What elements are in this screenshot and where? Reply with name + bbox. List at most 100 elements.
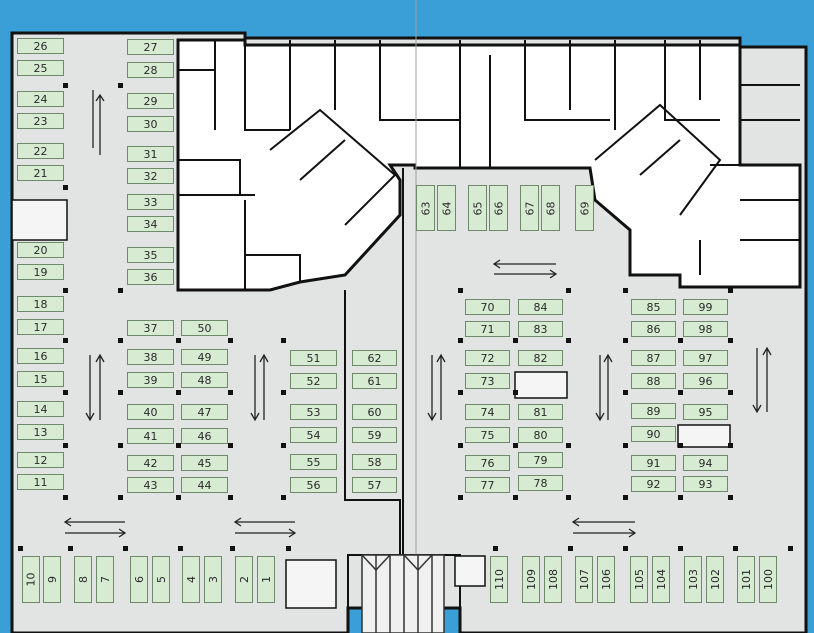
structural-column xyxy=(63,288,68,293)
parking-spot-17: 17 xyxy=(17,319,64,335)
parking-spot-75: 75 xyxy=(465,427,510,443)
parking-spot-97: 97 xyxy=(683,350,728,366)
structural-column xyxy=(176,338,181,343)
structural-column xyxy=(566,338,571,343)
parking-spot-60: 60 xyxy=(352,404,397,420)
parking-spot-label: 27 xyxy=(143,40,158,54)
parking-spot-label: 68 xyxy=(544,201,557,215)
parking-spot-label: 81 xyxy=(533,405,548,419)
parking-spot-44: 44 xyxy=(181,477,228,493)
parking-spot-24: 24 xyxy=(17,91,64,107)
parking-spot-label: 39 xyxy=(143,373,158,387)
parking-spot-81: 81 xyxy=(518,404,563,420)
parking-spot-29: 29 xyxy=(127,93,174,109)
parking-spot-label: 53 xyxy=(306,405,321,419)
parking-spot-label: 98 xyxy=(698,322,713,336)
parking-spot-label: 20 xyxy=(33,243,48,257)
parking-spot-104: 104 xyxy=(652,556,670,603)
parking-spot-label: 32 xyxy=(143,169,158,183)
parking-spot-94: 94 xyxy=(683,455,728,471)
parking-spot-label: 5 xyxy=(154,576,168,583)
structural-column xyxy=(623,338,628,343)
structural-column xyxy=(228,390,233,395)
structural-column xyxy=(63,83,68,88)
parking-spot-95: 95 xyxy=(683,404,728,420)
structural-column xyxy=(728,338,733,343)
parking-spot-label: 64 xyxy=(440,201,453,215)
parking-spot-56: 56 xyxy=(290,477,337,493)
structural-column xyxy=(118,495,123,500)
parking-spot-label: 86 xyxy=(646,322,661,336)
parking-spot-9: 9 xyxy=(43,556,61,603)
parking-spot-39: 39 xyxy=(127,372,174,388)
traffic-arrows xyxy=(63,90,772,538)
parking-spot-label: 65 xyxy=(471,201,484,215)
parking-spot-107: 107 xyxy=(575,556,593,603)
parking-spot-label: 62 xyxy=(367,351,382,365)
parking-spot-label: 96 xyxy=(698,374,713,388)
parking-spot-label: 43 xyxy=(143,478,158,492)
parking-spot-47: 47 xyxy=(181,404,228,420)
structural-column xyxy=(228,495,233,500)
parking-spot-label: 56 xyxy=(306,478,321,492)
parking-spot-85: 85 xyxy=(631,299,676,315)
parking-spot-label: 40 xyxy=(143,405,158,419)
parking-spot-label: 42 xyxy=(143,456,158,470)
structural-column xyxy=(623,495,628,500)
parking-spot-27: 27 xyxy=(127,39,174,55)
parking-spot-74: 74 xyxy=(465,404,510,420)
parking-spot-label: 69 xyxy=(578,201,591,215)
structural-column xyxy=(566,288,571,293)
parking-spot-42: 42 xyxy=(127,455,174,471)
parking-spot-label: 17 xyxy=(33,320,48,334)
parking-spot-label: 30 xyxy=(143,117,158,131)
parking-spot-20: 20 xyxy=(17,242,64,258)
parking-spot-label: 28 xyxy=(143,63,158,77)
parking-spot-2: 2 xyxy=(235,556,253,603)
structural-column xyxy=(228,443,233,448)
parking-spot-label: 31 xyxy=(143,147,158,161)
parking-spot-label: 110 xyxy=(492,569,506,590)
parking-spot-10: 10 xyxy=(22,556,40,603)
structural-column xyxy=(63,185,68,190)
parking-spot-label: 74 xyxy=(480,405,495,419)
parking-spot-label: 9 xyxy=(45,576,59,583)
structural-column xyxy=(458,495,463,500)
structural-column xyxy=(63,495,68,500)
parking-spot-5: 5 xyxy=(152,556,170,603)
structural-column xyxy=(623,288,628,293)
parking-spot-label: 83 xyxy=(533,322,548,336)
parking-spot-label: 105 xyxy=(632,569,646,590)
parking-spot-38: 38 xyxy=(127,349,174,365)
structural-column xyxy=(228,338,233,343)
structural-column xyxy=(788,546,793,551)
parking-spot-label: 91 xyxy=(646,456,661,470)
parking-spot-101: 101 xyxy=(737,556,755,603)
parking-spot-103: 103 xyxy=(684,556,702,603)
structural-column xyxy=(63,443,68,448)
parking-spot-label: 95 xyxy=(698,405,713,419)
parking-spot-label: 106 xyxy=(599,569,613,590)
structural-column xyxy=(118,83,123,88)
parking-spot-100: 100 xyxy=(759,556,777,603)
parking-spot-label: 14 xyxy=(33,402,48,416)
parking-spot-51: 51 xyxy=(290,350,337,366)
parking-spot-32: 32 xyxy=(127,168,174,184)
parking-spot-label: 3 xyxy=(206,576,220,583)
parking-spot-label: 87 xyxy=(646,351,661,365)
parking-spot-15: 15 xyxy=(17,371,64,387)
parking-spot-1: 1 xyxy=(257,556,275,603)
entry-ramp xyxy=(361,554,445,633)
structural-column xyxy=(281,443,286,448)
parking-spot-108: 108 xyxy=(544,556,562,603)
parking-spot-label: 92 xyxy=(646,477,661,491)
parking-spot-91: 91 xyxy=(631,455,676,471)
parking-spot-label: 1 xyxy=(259,576,273,583)
parking-spot-label: 36 xyxy=(143,270,158,284)
parking-spot-label: 84 xyxy=(533,300,548,314)
parking-spot-57: 57 xyxy=(352,477,397,493)
parking-spot-label: 22 xyxy=(33,144,48,158)
parking-spot-label: 34 xyxy=(143,217,158,231)
parking-spot-label: 77 xyxy=(480,478,495,492)
parking-spot-33: 33 xyxy=(127,194,174,210)
